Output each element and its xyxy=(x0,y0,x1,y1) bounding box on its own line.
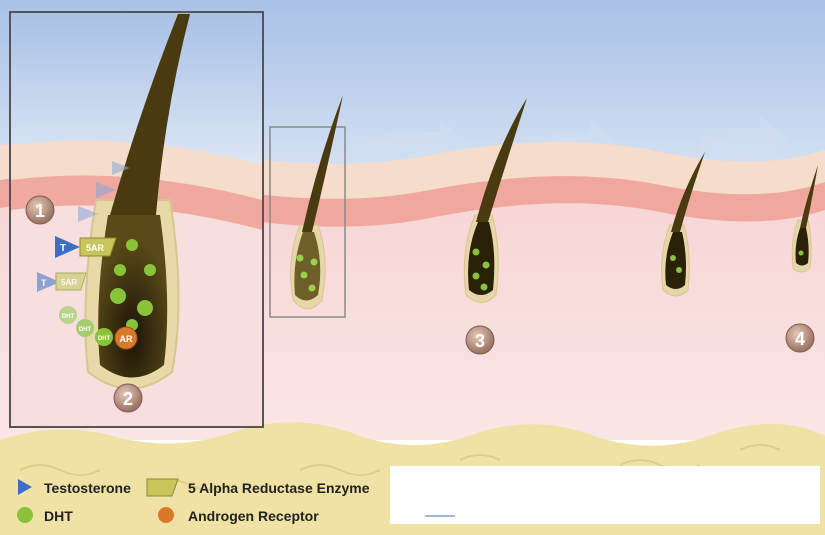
ar-label: AR xyxy=(120,334,133,344)
dht-label-1: DHT xyxy=(62,314,75,320)
blank-overlay-mark xyxy=(425,515,455,517)
dht-label-2: DHT xyxy=(79,327,92,333)
step-badge-3: 3 xyxy=(466,326,494,354)
step-number-1: 1 xyxy=(35,201,45,221)
androgen-receptor-icon xyxy=(158,507,174,523)
step-number-2: 2 xyxy=(123,389,133,409)
legend-label-testosterone: Testosterone xyxy=(44,480,131,496)
androgen-receptor: AR xyxy=(115,327,137,349)
step-number-4: 4 xyxy=(795,329,805,349)
enzyme-icon xyxy=(147,479,178,496)
legend-label-dht: DHT xyxy=(44,508,73,524)
legend-item-dht: DHT xyxy=(17,507,73,524)
dht-icon xyxy=(17,507,33,523)
molecule-label-t-2: T xyxy=(41,278,47,288)
step-badge-2: 2 xyxy=(114,384,142,412)
molecule-label-t: T xyxy=(60,243,66,254)
molecule-label-5ar: 5AR xyxy=(86,243,105,253)
legend-label-enzyme: 5 Alpha Reductase Enzyme xyxy=(188,480,370,496)
step-number-3: 3 xyxy=(475,331,485,351)
molecule-label-5ar-2: 5AR xyxy=(61,278,77,287)
zoom-inset: T 5AR T 5AR DHT DHT DHT AR 1 xyxy=(10,12,263,427)
step-badge-1: 1 xyxy=(26,196,54,224)
legend-label-ar: Androgen Receptor xyxy=(188,508,319,524)
step-badge-4: 4 xyxy=(786,324,814,352)
dht-label-3: DHT xyxy=(98,336,111,342)
